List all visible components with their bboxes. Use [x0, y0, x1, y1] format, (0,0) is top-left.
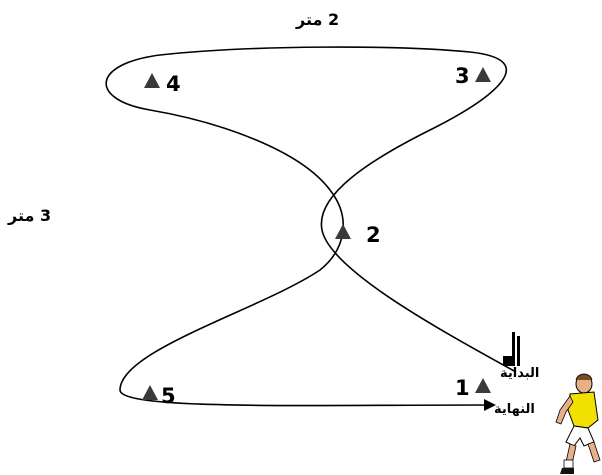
cone-label-1: 1: [455, 376, 470, 400]
distance-label-side: 3 متر: [8, 206, 52, 225]
cone-icon: [475, 378, 491, 393]
cone-label-3: 3: [455, 64, 470, 88]
start-gate-post: [512, 332, 515, 366]
cone-label-2: 2: [366, 223, 381, 247]
start-gate-block: [503, 356, 515, 366]
cone-icon: [475, 67, 491, 82]
cone-label-5: 5: [161, 384, 176, 408]
cone-label-4: 4: [166, 72, 181, 96]
arrowhead-icon: [484, 399, 496, 411]
running-path: [105, 46, 517, 407]
runner-figure: [555, 373, 601, 474]
distance-label-top: 2 متر: [296, 10, 340, 29]
start-label: البداية: [500, 366, 540, 381]
start-gate-post: [517, 336, 520, 366]
cone-icon: [142, 385, 158, 400]
cone-icon: [144, 73, 160, 88]
finish-label: النهاية: [494, 402, 535, 417]
cone-icon: [335, 224, 351, 239]
